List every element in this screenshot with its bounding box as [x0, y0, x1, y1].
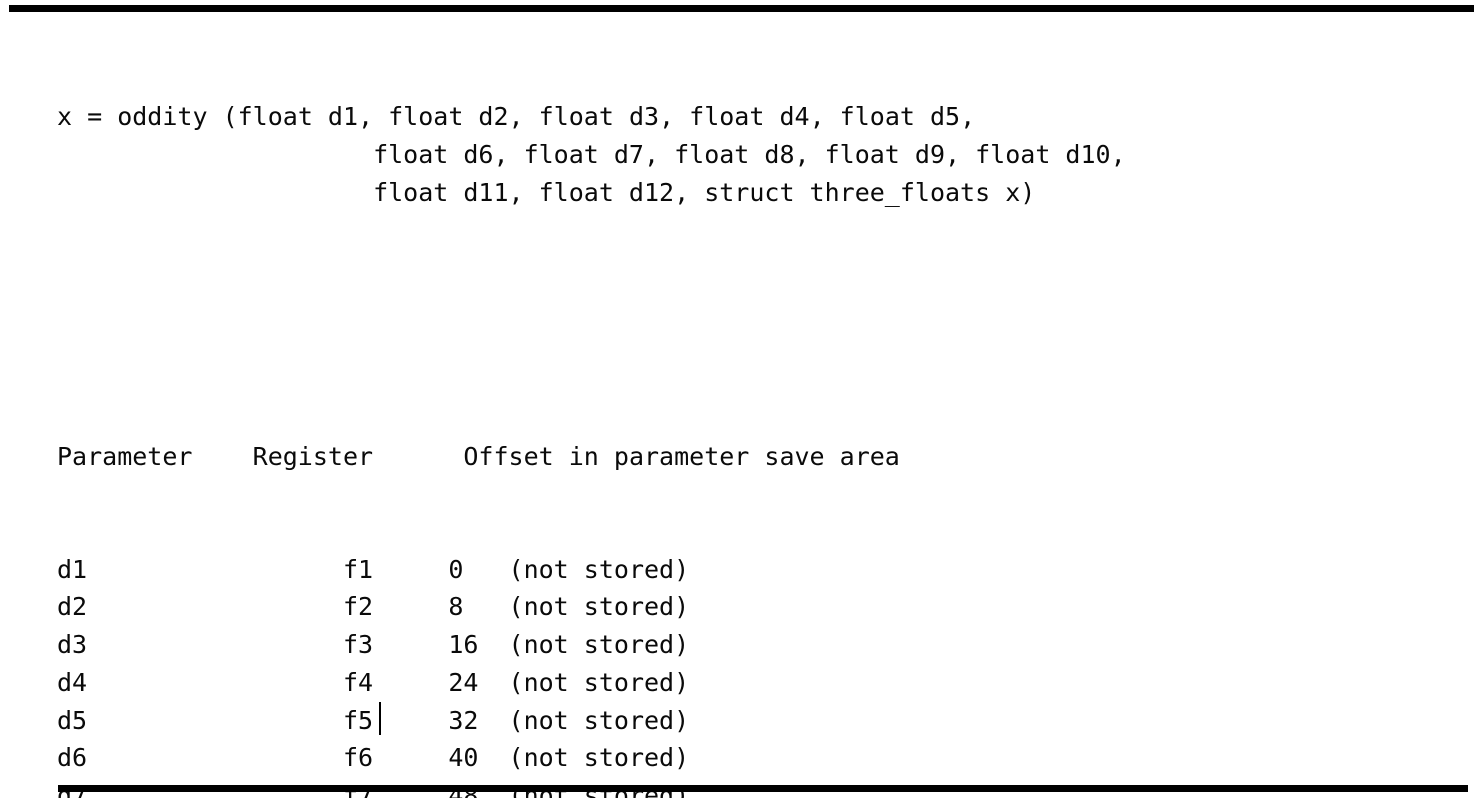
table-row: d3 f3 16 (not stored)	[57, 626, 1126, 664]
text-editor-area[interactable]: x = oddity (float d1, float d2, float d3…	[57, 23, 1126, 798]
table-header: Parameter Register Offset in parameter s…	[57, 438, 1126, 476]
register-cell: f6	[342, 743, 374, 773]
parameter-cell: d4	[57, 667, 88, 697]
parameter-cell: d2	[57, 592, 88, 622]
top-rule	[9, 5, 1474, 12]
table-row: d6 f6 40 (not stored)	[57, 739, 1126, 777]
parameter-cell: d6	[57, 743, 88, 773]
parameter-cell: d3	[57, 630, 88, 660]
note-cell: (not stored)	[508, 630, 690, 660]
parameter-cell: d5	[57, 705, 88, 735]
offset-cell: 8	[448, 592, 464, 622]
header-parameter-label: Parameter	[57, 441, 193, 471]
register-cell: f3	[342, 630, 374, 660]
code-line: float d6, float d7, float d8, float d9, …	[373, 140, 1126, 170]
note-cell: (not stored)	[508, 592, 690, 622]
table-rows: d1 f1 0 (not stored) d2 f2 8 (not stored) d3 f3 16…	[57, 551, 1126, 798]
note-cell: (not stored)	[508, 554, 690, 584]
parameter-table: Parameter Register Offset in parameter s…	[57, 362, 1126, 798]
header-register-label: Register	[252, 441, 374, 471]
function-signature-block: x = oddity (float d1, float d2, float d3…	[57, 98, 1126, 211]
offset-cell: 16	[448, 630, 479, 660]
register-cell: f1	[342, 554, 374, 584]
parameter-cell: d1	[57, 554, 88, 584]
table-row: d2 f2 8 (not stored)	[57, 588, 1126, 626]
bottom-rule	[58, 785, 1468, 792]
offset-cell: 32	[448, 705, 479, 735]
offset-cell: 40	[448, 743, 479, 773]
text-cursor	[379, 701, 382, 735]
header-offset-label: Offset in parameter save area	[463, 441, 900, 471]
register-cell: f5	[342, 705, 374, 735]
note-cell: (not stored)	[508, 743, 690, 773]
register-cell: f4	[342, 667, 374, 697]
register-cell: f2	[342, 592, 374, 622]
note-cell: (not stored)	[508, 667, 690, 697]
table-row: d1 f1 0 (not stored)	[57, 551, 1126, 589]
code-line: float d11, float d12, struct three_float…	[373, 177, 1036, 207]
code-line: x = oddity (float d1, float d2, float d3…	[57, 102, 976, 132]
offset-cell: 24	[448, 667, 479, 697]
table-row: d4 f4 24 (not stored)	[57, 664, 1126, 702]
offset-cell: 0	[448, 554, 464, 584]
table-row: d5 f5 32 (not stored)	[57, 701, 1126, 740]
note-cell: (not stored)	[508, 705, 690, 735]
